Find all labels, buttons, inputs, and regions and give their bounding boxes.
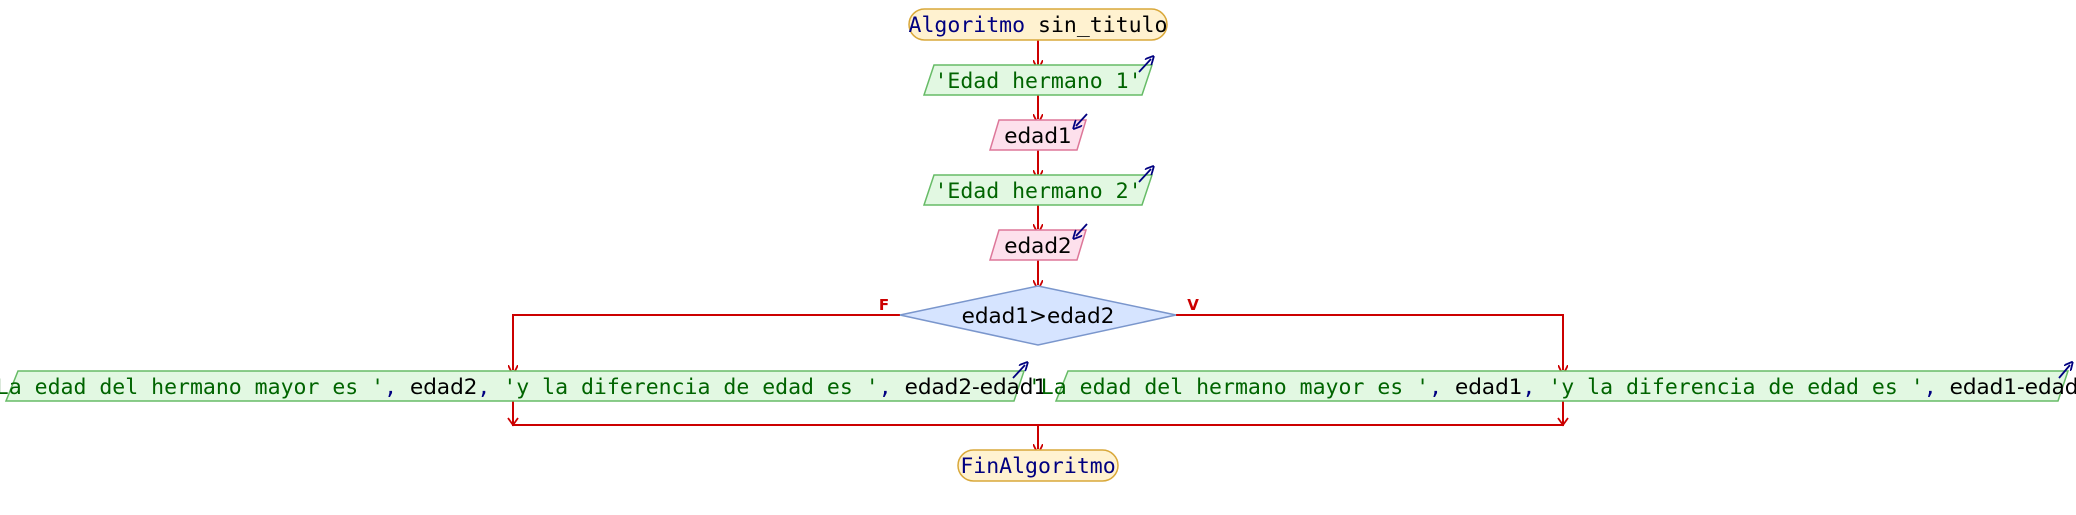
- output-block-1[interactable]: 'Edad hermano 1': [922, 59, 1154, 96]
- connector-false-merge: [512, 400, 1038, 426]
- decision-condition: edad1>edad2: [962, 304, 1115, 329]
- output-arrow-icon: [1012, 365, 1025, 379]
- input-arrow-icon: [1076, 113, 1088, 126]
- output-block-1-shape: [922, 64, 1154, 96]
- output-block-false-shape: [4, 370, 1026, 402]
- start-terminal-shape: [908, 8, 1168, 41]
- output-block-true-shape: [1054, 370, 2070, 402]
- output-block-false-branch[interactable]: 'La edad del hermano mayor es ', edad2, …: [0, 365, 1047, 402]
- connector-decision-true-branch: [1176, 314, 1563, 370]
- end-terminal[interactable]: FinAlgoritmo: [957, 449, 1119, 482]
- connector-true-merge: [1038, 400, 1564, 426]
- output-arrow-icon: [1138, 169, 1151, 183]
- input-block-2[interactable]: edad2: [988, 223, 1088, 261]
- end-terminal-shape: [957, 449, 1119, 482]
- decision-block-shape: [899, 285, 1177, 346]
- connector-decision-false-branch: [513, 314, 900, 370]
- input-block-2-text: edad2: [1004, 234, 1071, 259]
- input-block-1[interactable]: edad1: [988, 113, 1088, 151]
- output-block-2-shape: [922, 174, 1154, 206]
- input-block-1-shape: [988, 119, 1088, 151]
- false-branch-label: F: [879, 296, 889, 314]
- start-keyword: Algoritmo: [909, 13, 1026, 38]
- merge-ticks: [507, 417, 1569, 427]
- true-branch-label: V: [1187, 296, 1199, 314]
- input-arrow-icon: [1076, 223, 1088, 236]
- output-block-1-text: 'Edad hermano 1': [934, 69, 1141, 94]
- input-block-1-text: edad1: [1004, 124, 1071, 149]
- output-arrow-icon: [2058, 365, 2070, 379]
- output-block-false-text: 'La edad del hermano mayor es ', edad2, …: [0, 375, 1047, 400]
- algorithm-name: sin_titulo: [1038, 13, 1167, 38]
- output-block-2-text: 'Edad hermano 2': [934, 179, 1141, 204]
- output-block-2[interactable]: 'Edad hermano 2': [922, 169, 1154, 206]
- output-arrow-icon: [1138, 59, 1151, 73]
- start-terminal-text: Algoritmo sin_titulo: [909, 13, 1168, 38]
- decision-block[interactable]: edad1>edad2: [899, 285, 1177, 346]
- output-block-true-text: 'La edad del hermano mayor es ', edad1, …: [1028, 375, 2076, 400]
- output-block-true-branch[interactable]: 'La edad del hermano mayor es ', edad1, …: [1028, 365, 2076, 402]
- end-terminal-text: FinAlgoritmo: [960, 454, 1115, 479]
- start-terminal[interactable]: Algoritmo sin_titulo: [908, 8, 1168, 41]
- input-block-2-shape: [988, 229, 1088, 261]
